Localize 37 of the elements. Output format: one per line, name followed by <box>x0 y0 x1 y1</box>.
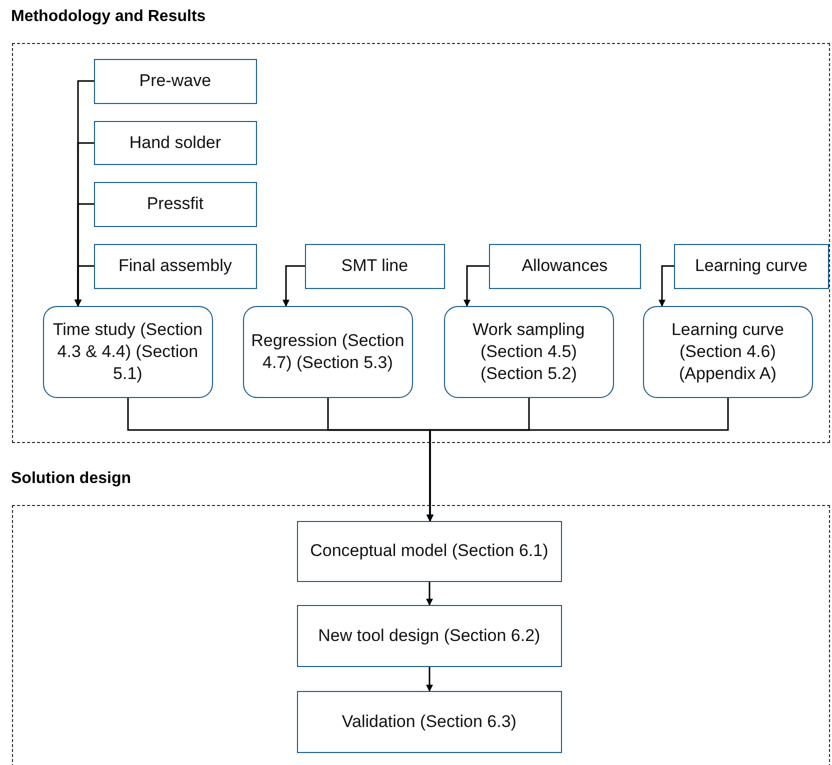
box-label: Final assembly <box>118 255 232 278</box>
box-label: Learning curve <box>694 255 808 278</box>
box-label: Learning curve (Section 4.6) (Appendix A) <box>670 318 785 385</box>
process-box <box>94 58 257 104</box>
rounded-process-box <box>444 306 614 398</box>
process-box <box>94 120 257 165</box>
rounded-process-box <box>42 306 213 398</box>
process-box <box>488 244 641 289</box>
section-heading: Solution design <box>11 470 131 488</box>
box-label: Allowances <box>522 255 608 278</box>
box-label: Pressfit <box>146 193 204 216</box>
section-heading: Methodology and Results <box>11 8 206 26</box>
process-box <box>304 244 445 289</box>
connector-arrow <box>426 582 433 606</box>
box-label: Conceptual model (Section 6.1) <box>310 540 548 562</box>
box-label: Pre-wave <box>139 70 212 92</box>
rounded-process-box <box>242 306 413 398</box>
process-box <box>296 604 562 667</box>
box-label: New tool design (Section 6.2) <box>318 624 540 647</box>
connector-arrow <box>282 265 305 307</box>
process-box <box>296 690 562 753</box>
process-box <box>296 520 562 582</box>
connector-arrow <box>658 265 674 307</box>
box-label: SMT line <box>341 255 408 278</box>
box-label: Validation (Section 6.3) <box>342 710 516 733</box>
rounded-process-box <box>642 306 813 398</box>
box-label: Work sampling (Section 4.5) (Section 5.2) <box>472 318 586 385</box>
process-box <box>94 244 257 289</box>
connector-arrow <box>426 398 729 522</box>
process-box <box>94 182 257 227</box>
box-label: Regression (Section 4.7) (Section 5.3) <box>250 330 406 374</box>
box-label: Hand solder <box>129 132 222 154</box>
process-box <box>674 244 829 289</box>
connector-arrow <box>464 265 489 307</box>
connector-arrow <box>426 667 433 692</box>
connector-arrow <box>74 265 94 307</box>
box-label: Time study (Section 4.3 & 4.4) (Section 5.1) <box>52 318 204 385</box>
